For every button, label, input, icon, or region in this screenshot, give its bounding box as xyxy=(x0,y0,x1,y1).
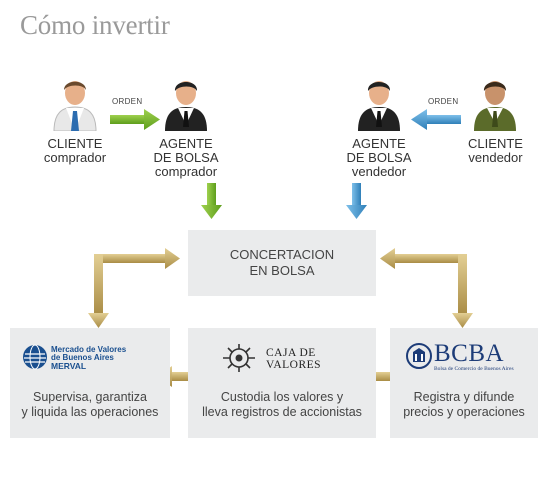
down-arrow-seller-agent xyxy=(346,183,367,219)
agent-buyer-icon xyxy=(165,81,207,131)
gold-arrow-center-to-merval xyxy=(88,248,180,328)
down-arrow-buyer-agent xyxy=(201,183,222,219)
client-seller-line2: vendedor xyxy=(468,150,523,165)
agent-buyer-line1: AGENTE xyxy=(159,136,213,151)
client-buyer-icon xyxy=(53,81,97,131)
bcba-logo-line2: Bolsa de Comercio de Buenos Aires xyxy=(434,366,514,372)
agent-seller-line2: DE BOLSA xyxy=(346,150,412,165)
client-buyer-label: CLIENTE comprador xyxy=(25,137,125,165)
merval-globe-icon xyxy=(23,344,47,370)
concertacion-box: CONCERTACION EN BOLSA xyxy=(188,230,376,296)
merval-logo-text: Mercado de Valores de Buenos Aires MERVA… xyxy=(51,345,169,371)
concertacion-line2: EN BOLSA xyxy=(249,263,315,278)
caja-logo-text: CAJA DE VALORES xyxy=(266,347,321,371)
caja-logo-line1: CAJA DE xyxy=(266,347,316,359)
client-seller-label: CLIENTE vendedor xyxy=(448,137,543,165)
merval-description: Supervisa, garantiza y liquida las opera… xyxy=(10,390,170,420)
client-buyer-line1: CLIENTE xyxy=(47,136,103,151)
caja-valores-emblem-icon xyxy=(223,344,255,372)
concertacion-line1: CONCERTACION xyxy=(229,247,335,262)
orden-arrow-seller xyxy=(411,109,461,130)
merval-panel: Mercado de Valores de Buenos Aires MERVA… xyxy=(10,328,170,438)
bcba-desc-line2: precios y operaciones xyxy=(403,405,525,419)
concertacion-text: CONCERTACION EN BOLSA xyxy=(188,247,376,279)
orden-arrow-buyer xyxy=(110,109,160,130)
merval-logo-line1: Mercado de Valores xyxy=(51,345,127,354)
gold-arrow-center-to-bcba xyxy=(380,248,473,328)
agent-seller-line3: vendedor xyxy=(351,164,407,179)
page-title: Cómo invertir xyxy=(20,10,170,40)
agent-buyer-line2: DE BOLSA xyxy=(153,150,219,165)
orden-label-buyer: ORDEN xyxy=(112,97,143,106)
caja-panel: CAJA DE VALORES Custodia los valores y l… xyxy=(188,328,376,438)
bcba-desc-line1: Registra y difunde xyxy=(413,390,515,404)
agent-buyer-label: AGENTE DE BOLSA comprador xyxy=(140,137,232,179)
agent-buyer-line3: comprador xyxy=(154,164,218,179)
caja-logo-line2: VALORES xyxy=(266,359,322,371)
caja-description: Custodia los valores y lleva registros d… xyxy=(188,390,376,420)
agent-seller-line1: AGENTE xyxy=(352,136,406,151)
client-seller-icon xyxy=(474,81,516,131)
caja-desc-line1: Custodia los valores y xyxy=(220,390,344,404)
bcba-emblem-icon xyxy=(406,343,432,369)
bcba-description: Registra y difunde precios y operaciones xyxy=(390,390,538,420)
orden-label-seller: ORDEN xyxy=(428,97,459,106)
merval-desc-line2: y liquida las operaciones xyxy=(21,405,159,419)
agent-seller-icon xyxy=(358,81,400,131)
bcba-logo-text: BCBA Bolsa de Comercio de Buenos Aires xyxy=(434,340,514,372)
client-seller-line1: CLIENTE xyxy=(468,136,523,151)
bcba-panel: BCBA Bolsa de Comercio de Buenos Aires R… xyxy=(390,328,538,438)
merval-logo-line3: MERVAL xyxy=(51,361,87,371)
agent-seller-label: AGENTE DE BOLSA vendedor xyxy=(333,137,425,179)
bcba-logo-line1: BCBA xyxy=(434,340,505,367)
caja-desc-line2: lleva registros de accionistas xyxy=(202,405,362,419)
merval-logo-line2: de Buenos Aires xyxy=(51,353,114,362)
client-buyer-line2: comprador xyxy=(43,150,107,165)
merval-desc-line1: Supervisa, garantiza xyxy=(33,390,147,404)
